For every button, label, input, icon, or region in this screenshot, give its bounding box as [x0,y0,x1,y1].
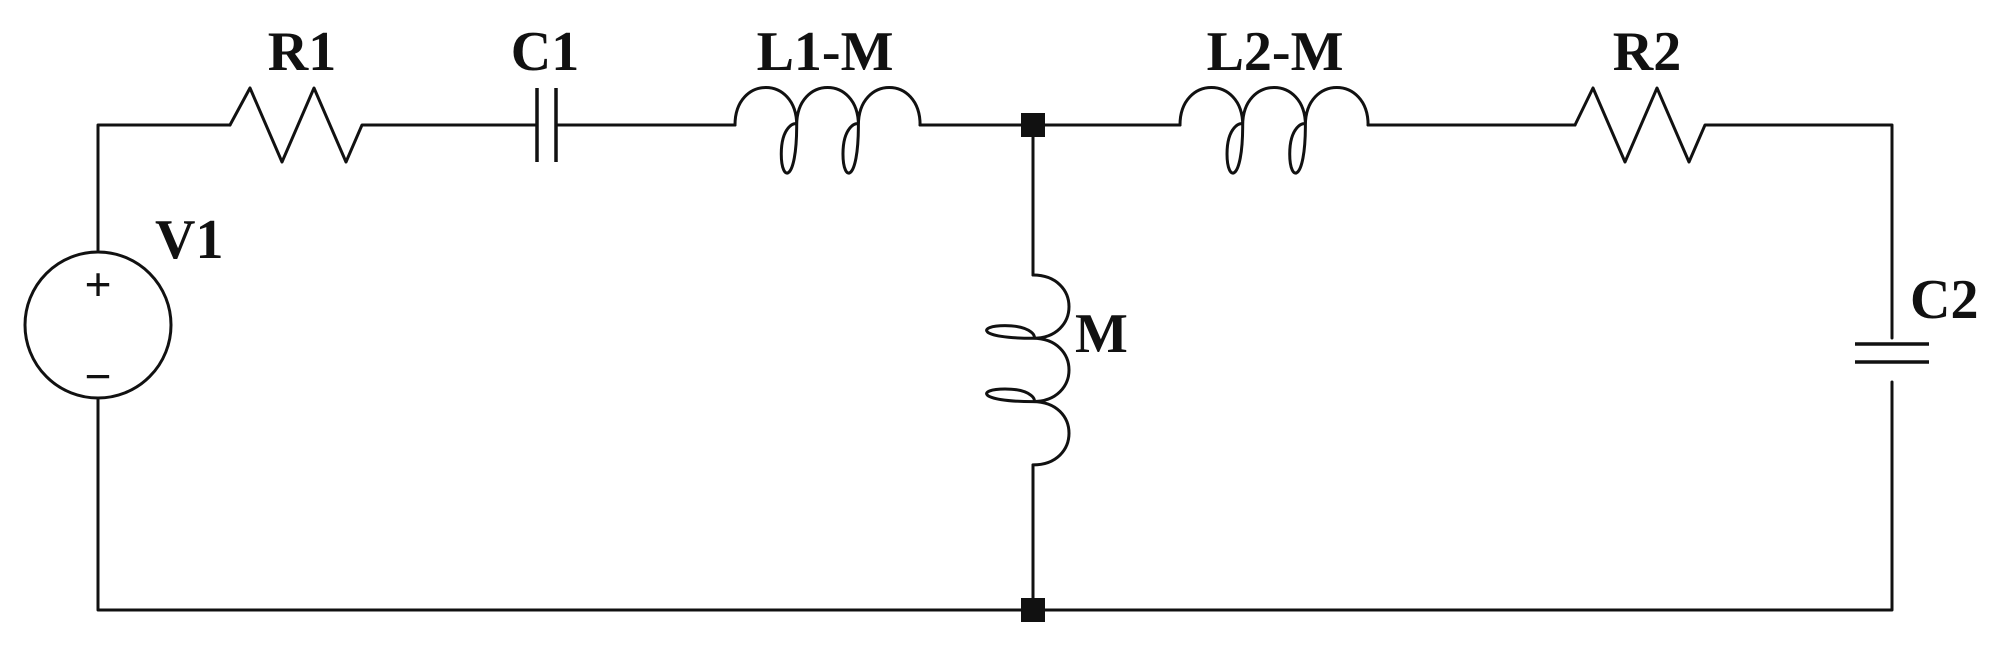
inductor-l1m: L1-M [733,21,922,175]
junction-node-top [1021,113,1045,137]
resistor-r1: R1 [228,21,377,164]
label-c2: C2 [1910,269,1978,331]
label-l2m: L2-M [1207,21,1344,83]
label-c1: C1 [511,21,579,83]
source-plus-sign: + [85,258,112,310]
source-circle [23,250,173,400]
label-v1: V1 [155,209,223,271]
junction-node-bottom [1021,598,1045,622]
inductor-m: M [985,273,1128,467]
wires [96,123,1894,612]
resistor-r2: R2 [1573,21,1720,164]
label-m: M [1075,303,1128,365]
capacitor-c2: C2 [1855,269,1978,364]
wire-r2-right [1716,123,1894,340]
wire-left-bottom [96,380,1894,612]
label-r2: R2 [1613,21,1681,83]
source-minus-sign: − [85,350,112,402]
label-r1: R1 [268,21,336,83]
inductor-l2m: L2-M [1178,21,1370,175]
label-l1m: L1-M [757,21,894,83]
voltage-source-v1: + − V1 [23,209,223,402]
wire-left-top [96,123,232,252]
capacitor-c1: C1 [511,21,579,162]
